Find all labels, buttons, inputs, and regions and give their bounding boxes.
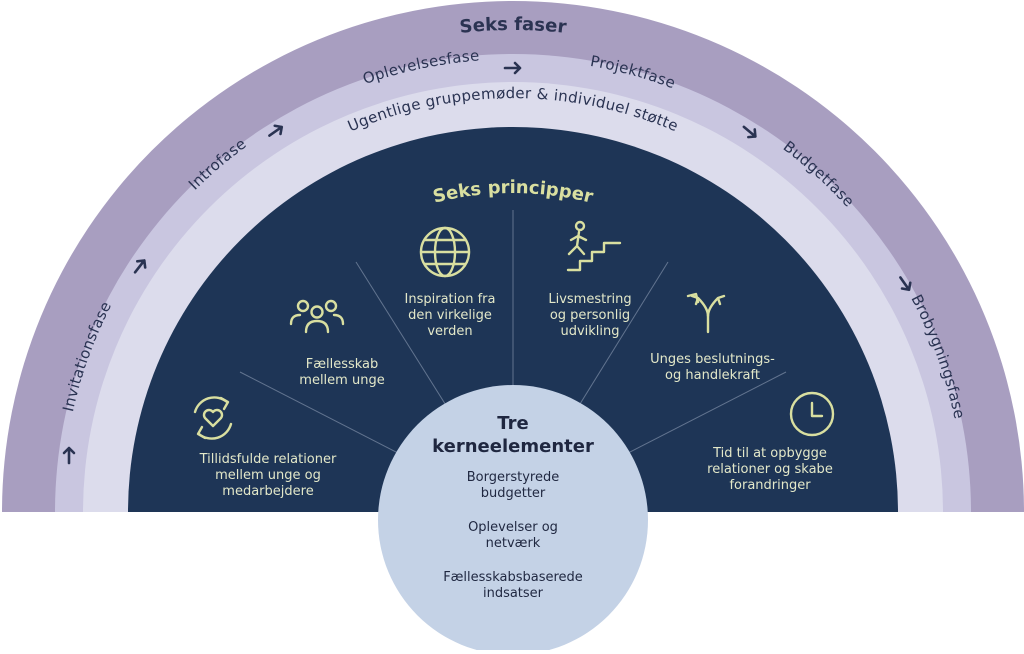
core-item-line: indsatser	[482, 586, 544, 601]
principle-line: udvikling	[560, 324, 620, 339]
principle-line: verden	[427, 324, 473, 339]
principle-text: Livsmestring og personlig udvikling	[520, 292, 660, 340]
principle-text: Tillidsfulde relationer mellem unge og m…	[173, 452, 363, 500]
core-item-line: budgetter	[480, 486, 546, 501]
arrow-up-icon	[62, 446, 76, 465]
arrow-up-right-icon	[268, 124, 284, 137]
split-arrows-icon	[686, 292, 726, 334]
arrow-right-icon	[503, 61, 522, 75]
stairs-climber-icon	[566, 220, 622, 272]
principle-line: og handlekraft	[665, 368, 760, 383]
core-title-line: Tre	[497, 413, 529, 434]
clock-icon	[789, 391, 835, 437]
principle-text: Unges beslutnings- og handlekraft	[625, 352, 800, 384]
core-item: Oplevelser og netværk	[413, 520, 613, 552]
core-title-line: kerneelementer	[432, 436, 594, 457]
principle-line: Tid til at opbygge	[713, 446, 827, 461]
principle-text: Tid til at opbygge relationer og skabe f…	[680, 446, 860, 494]
arrow-down-right-icon	[899, 276, 912, 292]
core-title: Tre kerneelementer	[413, 412, 613, 458]
principle-text: Inspiration fra den virkelige verden	[385, 292, 515, 340]
principle-line: relationer og skabe	[707, 462, 833, 477]
core-item: Borgerstyrede budgetter	[413, 470, 613, 502]
core-circle	[378, 385, 648, 654]
core-item: Fællesskabsbaserede indsatser	[413, 570, 613, 602]
arrow-down-right-icon	[742, 125, 757, 139]
principle-line: Livsmestring	[548, 292, 632, 307]
heart-cycle-icon	[193, 396, 233, 440]
people-group-icon	[289, 299, 345, 334]
globe-icon	[419, 226, 471, 278]
outer-title: Seks faser	[459, 14, 568, 38]
core-item-line: netværk	[485, 536, 541, 551]
principle-line: Fællesskab	[305, 357, 379, 372]
arrow-up-right-icon	[133, 259, 147, 274]
principle-line: Unges beslutnings-	[650, 352, 775, 367]
principle-text: Fællesskab mellem unge	[272, 357, 412, 389]
principle-line: den virkelige	[408, 308, 492, 323]
core-item-line: Oplevelser og	[468, 520, 558, 535]
core-text: Tre kerneelementer Borgerstyrede budgett…	[413, 412, 613, 602]
principle-line: mellem unge og	[215, 468, 321, 483]
core-item-line: Fællesskabsbaserede	[443, 570, 583, 585]
principle-line: og personlig	[549, 308, 631, 323]
principle-line: Inspiration fra	[404, 292, 496, 307]
core-item-line: Borgerstyrede	[466, 470, 560, 485]
principle-line: medarbejdere	[222, 484, 314, 499]
principle-line: Tillidsfulde relationer	[199, 452, 337, 467]
principle-line: forandringer	[729, 478, 811, 493]
principle-line: mellem unge	[299, 373, 385, 388]
